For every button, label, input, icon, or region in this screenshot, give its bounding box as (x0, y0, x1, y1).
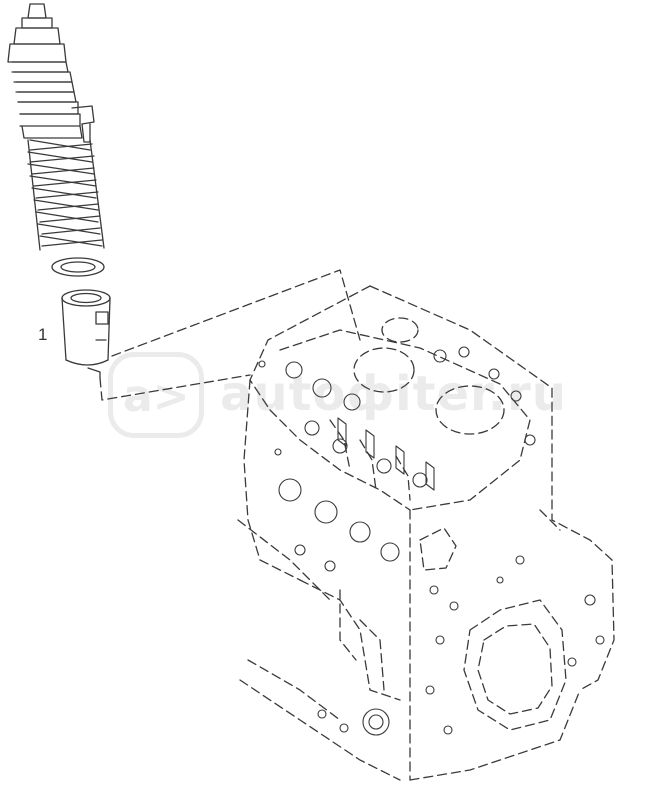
injector-pump-element (7, 3, 105, 251)
deck-studs (337, 417, 435, 491)
watermark-text: autoфiter.ru (220, 366, 567, 422)
callout-label: 1 (38, 325, 48, 344)
engine-block (237, 285, 615, 781)
block-holes (258, 346, 605, 736)
callout-leader (99, 269, 361, 401)
watermark: a> autoфiter.ru (108, 352, 568, 440)
washer-ring (51, 257, 105, 277)
watermark-logo-glyph: a> (123, 371, 190, 422)
watermark-logo: a> (108, 352, 204, 438)
plunger-sleeve (61, 289, 111, 379)
